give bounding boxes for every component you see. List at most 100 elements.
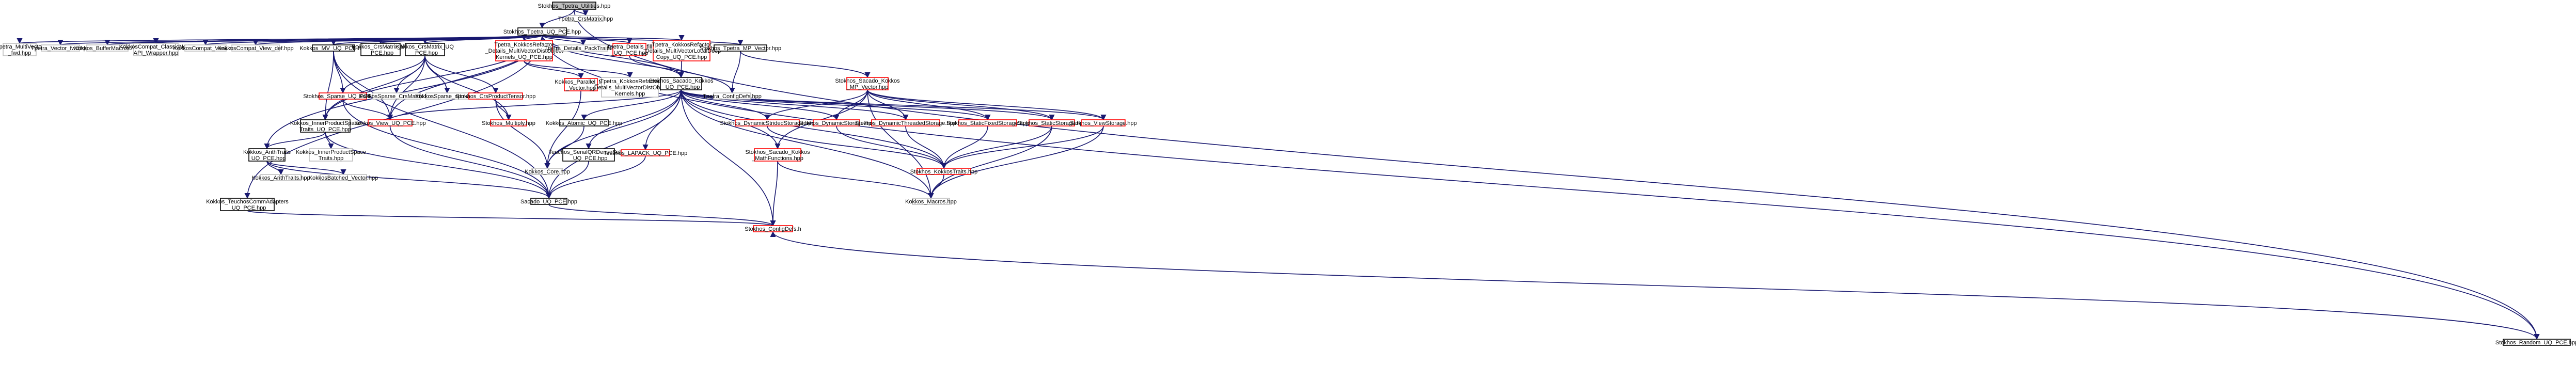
node-sacado_uq_pce[interactable]: Sacado_UQ_PCE.hpp (520, 198, 577, 205)
edge-sacado_uq_pce-to-stokhos_configdefs (548, 204, 776, 227)
edge-teuchos_lapack_uq_pce-to-sacado_uq_pce (546, 155, 646, 199)
node-kokkoscompat_view[interactable]: KokkosCompat_View.hpp (173, 44, 238, 52)
node-stokhos_tpetra_uq_pce[interactable]: Stokhos_Tpetra_UQ_PCE.hpp (503, 27, 581, 36)
edge-stokhos_sacado_kokkos_uq_pce-to-teuchos_serialqrdensesolver (586, 89, 682, 150)
node-label: _MathFunctions.hpp (751, 155, 803, 162)
node-label: Kokkos_MV_UQ_PCE.hpp (299, 45, 367, 52)
edge-stokhos_sacado_kokkos_uq_pce-to-stokhos_sacado_kokkos_mathfunctions (681, 89, 781, 150)
node-tpetra_details_packtraits[interactable]: Tpetra_Details_PackTraits.hpp (544, 44, 622, 52)
node-kokkos_view_uq_pce[interactable]: Kokkos_View_UQ_PCE.hpp (354, 119, 426, 126)
node-label: Stokhos_Tpetra_Utilities.hpp (538, 3, 611, 9)
node-label: Stokhos_StaticStorage.hpp (1017, 120, 1086, 126)
node-label: _fwd.hpp (8, 50, 31, 56)
node-root[interactable]: Stokhos_Tpetra_Utilities.hpp (538, 2, 611, 10)
node-box (405, 43, 445, 56)
edge-stokhos_sparse_uq_pce-to-sacado_uq_pce (342, 99, 552, 199)
node-teuchos_lapack_uq_pce[interactable]: Teuchos_LAPACK_UQ_PCE.hpp (604, 149, 687, 156)
node-kokkos_buffermacros[interactable]: Kokkos_BufferMacros.hpp (74, 44, 141, 52)
node-stokhos_sacado_kokkos_mathfunctions[interactable]: Stokhos_Sacado_Kokkos_MathFunctions.hpp (745, 148, 810, 162)
node-box (1081, 119, 1126, 126)
node-tpetra_kr_multivecdot_kernels[interactable]: Tpetra_KokkosRefactor_Details_MultiVecto… (590, 77, 669, 98)
edge-stokhos_tpetra_uq_pce-to-tpetra_kr_localdeepcopy (542, 35, 685, 41)
edge-stokhos_sacado_kokkos_mp_vector-to-stokhos_viewstorage (867, 89, 1107, 121)
node-label: Kokkos_BufferMacros.hpp (74, 45, 141, 52)
node-kokkos_atomic_uq_pce[interactable]: Kokkos_Atomic_UQ_PCE.hpp (546, 119, 623, 126)
edge-kokkos_mv_uq_pce-to-kokkos_innerproductspace_traits_uq (322, 51, 334, 121)
node-tpetra_kr_multivecdot[interactable]: Tpetra_KokkosRefactor_Details_MultiVecto… (484, 40, 563, 61)
node-kokkosbatched_vector[interactable]: KokkosBatched_Vector.hpp (309, 174, 378, 181)
node-tpetra_crsmatrix[interactable]: Tpetra_CrsMatrix.hpp (558, 15, 613, 22)
edge-stokhos_sacado_kokkos_uq_pce-to-stokhos_viewstorage (681, 89, 1107, 121)
node-label: Stokhos_Multiply.hpp (482, 120, 535, 126)
node-stokhos_tpetra_mp_vector[interactable]: Stokhos_Tpetra_MP_Vector.hpp (700, 44, 781, 52)
node-tpetra_details_fill[interactable]: Tpetra_Details_fill_UQ_PCE.hpp (607, 43, 652, 56)
node-stokhos_sacado_kokkos_mp_vector[interactable]: Stokhos_Sacado_Kokkos_MP_Vector.hpp (835, 77, 900, 90)
edge-stokhos_tpetra_uq_pce-to-stokhos_tpetra_mp_vector (542, 35, 744, 46)
node-label: _UQ_PCE.hpp (248, 155, 286, 162)
node-kokkos_arithtraits[interactable]: Kokkos_ArithTraits.hpp (251, 174, 310, 181)
node-kokkos_crsmatrix_uq_pce1[interactable]: Kokkos_CrsMatrix_UQ_PCE.hpp (352, 43, 409, 56)
node-box (567, 15, 604, 22)
node-stokhos_sacado_kokkos_uq_pce[interactable]: Stokhos_Sacado_Kokkos_UQ_PCE.hpp (649, 77, 714, 90)
node-label: Stokhos_StaticFixedStorage.hpp (946, 120, 1029, 126)
edge-kokkos_aritraits_uq_pce-to-sacado_uq_pce (266, 161, 552, 199)
node-box (86, 44, 129, 52)
node-kokkossparse_crsmatrix[interactable]: KokkosSparse_CrsMatrix.hpp (359, 92, 434, 100)
node-tpetra_multivector_fwd[interactable]: Tpetra_MultiVector_fwd.hpp (0, 43, 43, 56)
edge-kokkos_crsmatrix_uq_pce2-to-stokhos_sparse_uq_pce (340, 55, 425, 94)
edge-stokhos_sacado_kokkos_uq_pce-to-stokhos_dynamicstorage (681, 89, 840, 121)
node-box (612, 43, 646, 56)
node-kokkos_aritraits_uq_pce[interactable]: Kokkos_ArithTraits_UQ_PCE.hpp (243, 148, 291, 162)
node-label: Kokkos_Macros.hpp (905, 199, 957, 205)
node-kokkos_parallel_mp_vector[interactable]: Kokkos_Parallel_MP_Vector.hpp (555, 78, 607, 91)
node-kokkossparse_spmv[interactable]: KokkosSparse_spmv.hpp (415, 92, 479, 100)
node-label: Stokhos_DynamicStorage.hpp (798, 120, 875, 126)
node-kokkos_macros[interactable]: Kokkos_Macros.hpp (905, 198, 957, 205)
edge-stokhos_dynamicstridedstorage-to-stokhos_kokkostraits (767, 125, 947, 169)
edge-stokhos_tpetra_mp_vector-to-stokhos_sacado_kokkos_mp_vector (740, 51, 871, 78)
edge-stokhos_tpetra_uq_pce-to-tpetra_kr_multivecdot (521, 35, 543, 41)
node-stokhos_staticstorage[interactable]: Stokhos_StaticStorage.hpp (1017, 119, 1086, 126)
node-stokhos_multiply[interactable]: Stokhos_Multiply.hpp (482, 119, 535, 126)
node-label: KokkosCompat_View_def.hpp (217, 45, 293, 52)
node-stokhos_crsproducttensor[interactable]: Stokhos_CrsProductTensor.hpp (456, 92, 536, 100)
node-kokkos_core[interactable]: Kokkos_Core.hpp (525, 168, 570, 175)
edge-stokhos_staticfixedstorage-to-stokhos_kokkostraits (941, 125, 988, 169)
node-label: KokkosSparse_spmv.hpp (415, 93, 479, 100)
node-stokhos_staticfixedstorage[interactable]: Stokhos_StaticFixedStorage.hpp (946, 119, 1029, 126)
node-kokkos_innerproductspace_traits_uq[interactable]: Kokkos_InnerProductSpaceTraits_UQ_PCE.hp… (290, 119, 360, 133)
node-kokkos_teuchoscommadapters[interactable]: Kokkos_TeuchosCommAdapters_UQ_PCE.hpp (206, 198, 289, 211)
node-kokkos_mv_uq_pce[interactable]: Kokkos_MV_UQ_PCE.hpp (299, 44, 368, 52)
node-stokhos_dynamicstorage[interactable]: Stokhos_DynamicStorage.hpp (798, 119, 875, 126)
node-stokhos_viewstorage[interactable]: Stokhos_ViewStorage.hpp (1070, 119, 1137, 126)
node-label: KokkosCompat_ClassicNode (119, 44, 193, 50)
node-label: Tpetra_CrsMatrix.hpp (558, 16, 613, 22)
edge-stokhos_tpetra_mp_vector-to-tpetra_configdefs (729, 51, 741, 94)
node-stokhos_configdefs[interactable]: Stokhos_ConfigDefs.h (745, 225, 801, 232)
edge-stokhos_crsproducttensor-to-kokkos_core (495, 99, 550, 169)
node-kokkoscompat_view_def[interactable]: KokkosCompat_View_def.hpp (217, 44, 294, 52)
edge-stokhos_sacado_kokkos_mp_vector-to-stokhos_sacado_kokkos_mathfunctions (775, 89, 868, 150)
node-stokhos_dynamicthreadedstorage[interactable]: Stokhos_DynamicThreadedStorage.hpp (855, 119, 956, 126)
node-tpetra_configdefs[interactable]: Tpetra_ConfigDefs.hpp (703, 92, 762, 100)
node-box (813, 119, 860, 126)
node-stokhos_kokkostraits[interactable]: Stokhos_KokkosTraits.hpp (910, 168, 977, 175)
node-stokhos_random_uq_pce[interactable]: Stokhos_Random_UQ_PCE.hpp (2495, 339, 2576, 346)
edge-root-to-stokhos_random_uq_pce (574, 9, 2540, 340)
node-stokhos_dynamicstridedstorage[interactable]: Stokhos_DynamicStridedStorage.hpp (720, 119, 815, 126)
edge-stokhos_staticstorage-to-kokkos_macros (928, 125, 1052, 199)
node-tpetra_vector_fwd[interactable]: Tpetra_Vector_fwd.hpp (31, 44, 90, 52)
node-teuchos_serialqrdensesolver[interactable]: Teuchos_SerialQRDenseSolver_UQ_PCE.hpp (549, 148, 629, 162)
node-stokhos_sparse_uq_pce[interactable]: Stokhos_Sparse_UQ_PCE.hpp (303, 92, 383, 100)
edge-stokhos_sacado_kokkos_mp_vector-to-stokhos_dynamicthreadedstorage (867, 89, 909, 121)
node-label: _Details_MultiVectorDistObject (590, 85, 669, 91)
node-box (133, 43, 179, 56)
node-tpetra_kr_localdeepcopy[interactable]: Tpetra_KokkosRefactor_Details_MultiVecto… (642, 40, 721, 61)
node-kokkos_crsmatrix_uq_pce2[interactable]: Kokkos_CrsMatrix_UQ_PCE.hpp (396, 43, 454, 56)
edge-stokhos_sacado_kokkos_mp_vector-to-kokkos_macros (867, 89, 934, 199)
node-box (517, 27, 567, 36)
node-label: Kokkos_CrsMatrix_UQ (352, 44, 409, 50)
